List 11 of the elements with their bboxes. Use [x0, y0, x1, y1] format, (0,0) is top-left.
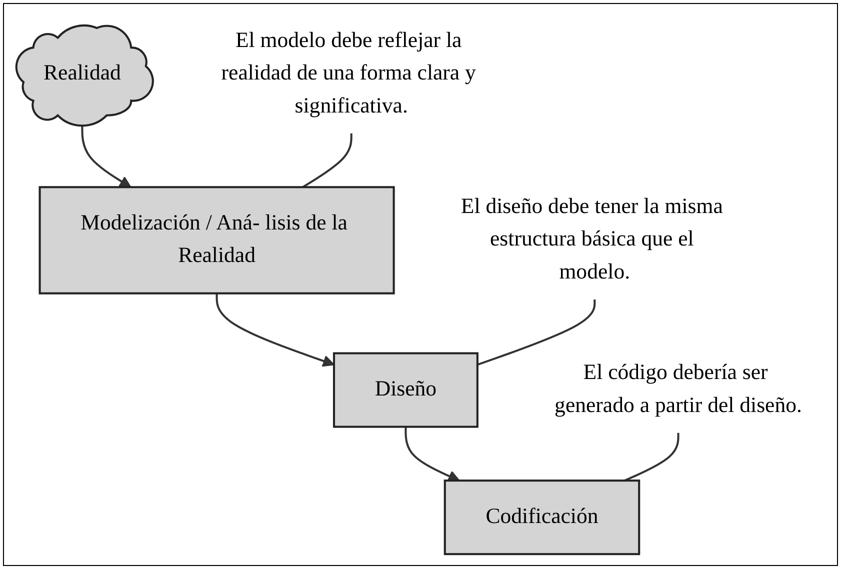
node-text: El código debería ser generado a partir del diseño.	[554, 361, 802, 418]
connector	[302, 133, 352, 188]
connector	[624, 432, 680, 482]
connector	[477, 299, 596, 366]
node-box: Modelización / Aná- lisis de la Realidad	[38, 186, 395, 294]
arrow	[216, 293, 335, 367]
node-box: Diseño	[332, 352, 478, 428]
node-text: El diseño debe tener la misma estructura básica que el modelo.	[460, 195, 723, 284]
node-text: El modelo debe reflejar la realidad de una forma clara y significativa.	[221, 29, 476, 118]
node-box: Codificación	[444, 480, 640, 556]
arrow	[404, 426, 460, 482]
